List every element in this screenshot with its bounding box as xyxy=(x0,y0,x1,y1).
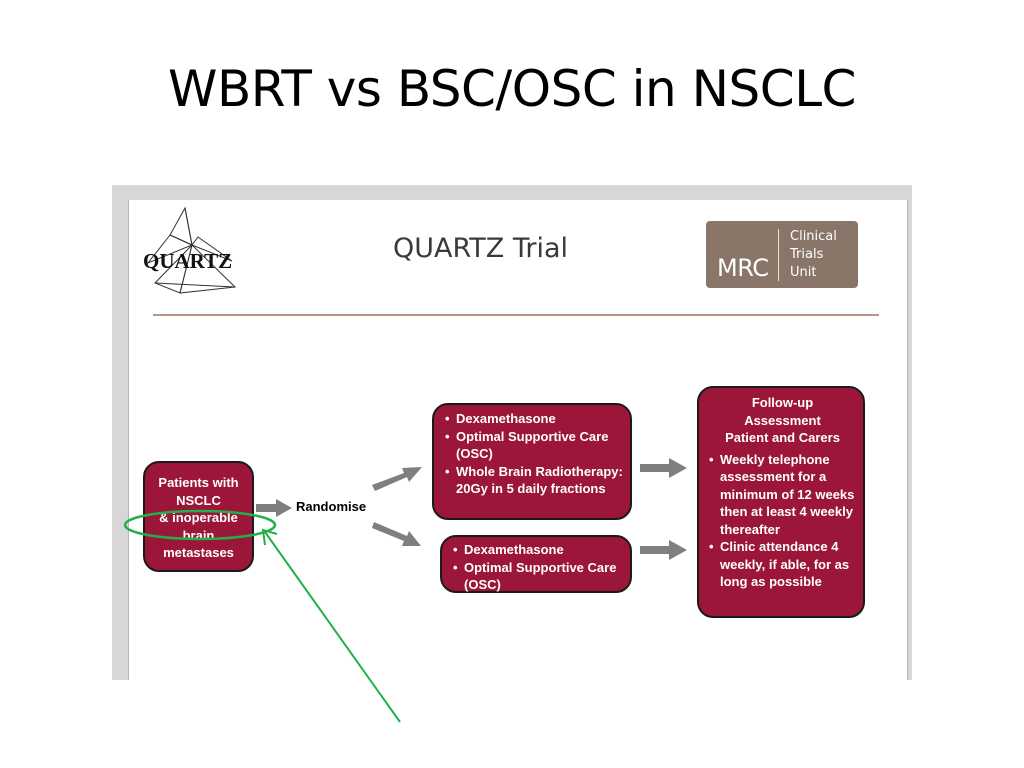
patients-line-1: Patients with xyxy=(158,475,239,490)
randomise-label: Randomise xyxy=(296,499,367,514)
quartz-origami-icon xyxy=(146,206,237,294)
annotation-arrow-line xyxy=(264,531,401,723)
followup-item: Weekly telephone assessment for a minimu… xyxy=(708,451,857,539)
mrc-divider xyxy=(778,229,779,281)
arm-a-item: Optimal Supportive Care (OSC) xyxy=(444,428,624,463)
patients-line-3: & inoperable xyxy=(159,510,238,525)
followup-item: Clinic attendance 4 weekly, if able, for… xyxy=(708,538,857,591)
arrow-arm-a-to-followup xyxy=(640,458,687,478)
arm-a-item: Dexamethasone xyxy=(444,410,624,428)
patients-line-2: NSCLC xyxy=(176,492,221,508)
arm-b-box: Dexamethasone Optimal Supportive Care (O… xyxy=(440,535,632,593)
patients-line-5: metastases xyxy=(163,545,234,560)
followup-heading-line-2: Assessment xyxy=(744,412,821,428)
arm-b-item: Dexamethasone xyxy=(452,541,624,559)
arrow-patients-to-randomise xyxy=(256,499,292,517)
patients-box: Patients with NSCLC & inoperable brain m… xyxy=(143,461,254,572)
followup-heading-line-3: Patient and Carers xyxy=(725,430,840,445)
annotation-arrowhead xyxy=(261,528,278,546)
arm-a-box: Dexamethasone Optimal Supportive Care (O… xyxy=(432,403,632,520)
arm-b-item: Optimal Supportive Care (OSC) xyxy=(452,559,624,594)
followup-box: Follow-up Assessment Patient and Carers … xyxy=(697,386,865,618)
mrc-abbrev: MRC xyxy=(717,254,769,282)
mrc-line-2: Trials xyxy=(790,247,824,262)
mrc-line-3: Unit xyxy=(790,265,817,280)
arrow-arm-b-to-followup xyxy=(640,540,687,560)
arm-a-item: Whole Brain Radiotherapy: 20Gy in 5 dail… xyxy=(444,463,624,498)
arrow-to-arm-a xyxy=(372,467,422,491)
mrc-line-1: Clinical xyxy=(790,229,837,244)
mrc-logo: MRC Clinical Trials Unit xyxy=(706,221,858,288)
followup-heading: Follow-up Assessment Patient and Carers xyxy=(708,394,857,447)
quartz-logo-text: QUARTZ xyxy=(143,249,233,273)
trial-title: QUARTZ Trial xyxy=(393,233,569,264)
annotation-ellipse xyxy=(123,509,277,541)
header-rule xyxy=(153,314,879,316)
arrow-to-arm-b xyxy=(372,522,421,546)
slide-title: WBRT vs BSC/OSC in NSCLC xyxy=(168,60,856,118)
followup-heading-line-1: Follow-up xyxy=(751,395,814,410)
